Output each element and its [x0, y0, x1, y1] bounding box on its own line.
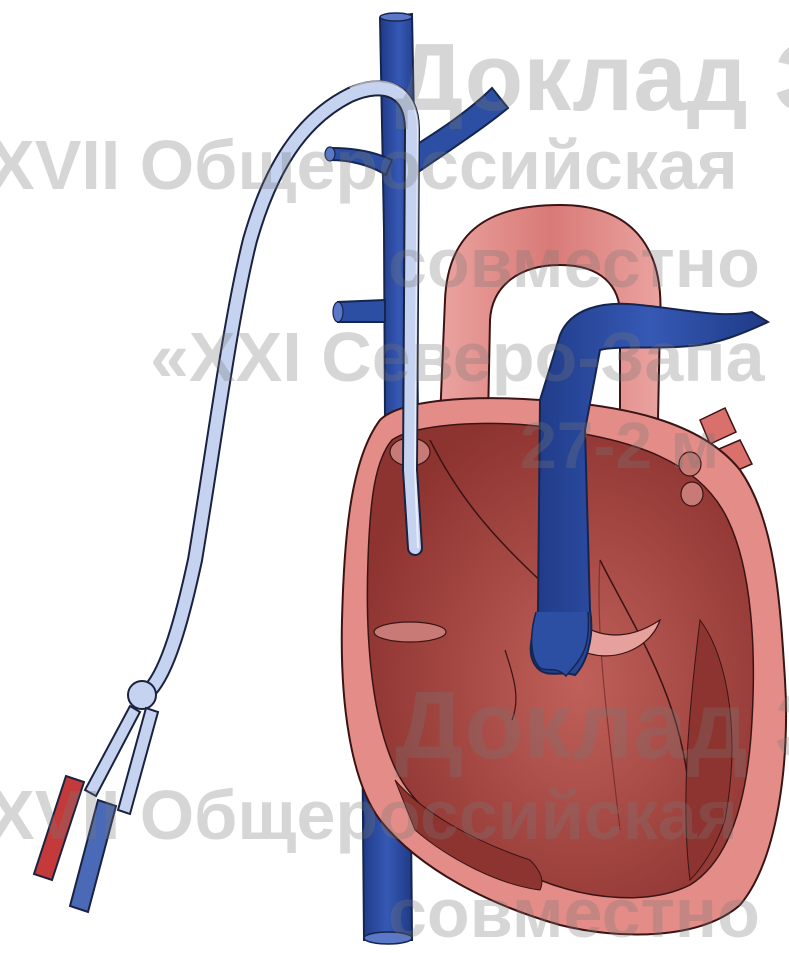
catheter-hub [34, 681, 158, 912]
red-lumen [34, 776, 84, 880]
blue-lumen [70, 800, 116, 912]
